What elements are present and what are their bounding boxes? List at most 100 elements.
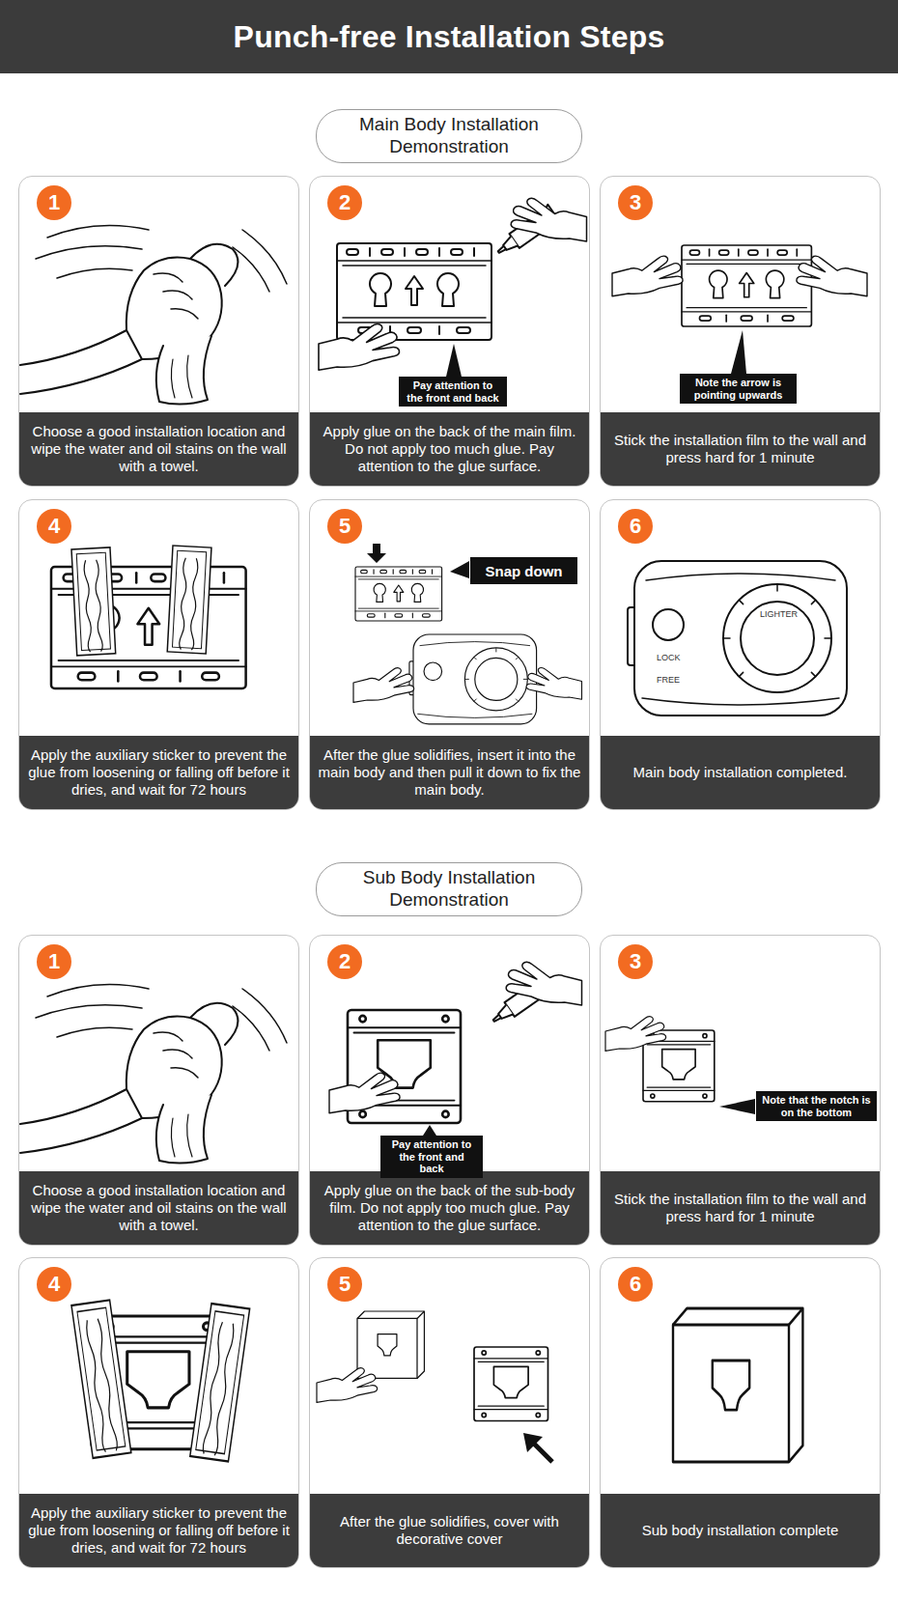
step-illustration (318, 197, 588, 377)
caption-text: Stick the installation film to the wall … (608, 431, 872, 468)
step-panel: After the glue solidifies, insert it int… (308, 499, 590, 811)
step-number-text: 6 (629, 513, 642, 539)
step-illustration (316, 1311, 553, 1462)
step-number: 1 (36, 944, 72, 980)
line-art (719, 1098, 756, 1115)
step-number: 2 (327, 944, 363, 980)
caption-band: After the glue solidifies, insert it int… (309, 735, 590, 810)
step-panel: Stick the installation film to the wall … (599, 934, 881, 1246)
line-art (730, 330, 747, 374)
callout-text: Note that the notch is on the bottom (761, 1094, 871, 1119)
step-panel: Apply the auxiliary sticker to prevent t… (18, 1257, 300, 1569)
device-marking: LIGHTER (759, 610, 798, 619)
line-art (449, 561, 470, 579)
line-art (505, 961, 582, 1006)
line-art (353, 668, 415, 703)
step-number-text: 6 (629, 1271, 642, 1297)
caption-text: Apply the auxiliary sticker to prevent t… (27, 746, 291, 800)
step-number-text: 1 (48, 949, 60, 975)
step-number-text: 2 (338, 190, 351, 216)
step-number-text: 3 (629, 949, 642, 975)
caption-text: Choose a good installation location and … (27, 1181, 291, 1235)
section-pill: Sub Body Installation Demonstration (315, 862, 583, 917)
callout-box: Pay attention to the front and back (380, 1135, 483, 1179)
callout-text: Pay attention to the front and back (386, 1138, 478, 1176)
section-pill: Main Body Installation Demonstration (315, 109, 583, 164)
line-art (71, 1299, 132, 1459)
caption-band: Sub body installation complete (600, 1493, 880, 1568)
callout-box: Pay attention to the front and back (398, 376, 507, 407)
step-panel: Sub body installation complete 6 (599, 1257, 881, 1569)
line-art (336, 243, 492, 340)
line-art (316, 1368, 378, 1404)
line-art (190, 1303, 251, 1462)
step-number-text: 5 (338, 1271, 351, 1297)
step-number: 2 (327, 185, 363, 221)
caption-band: Apply glue on the back of the main film.… (309, 412, 590, 486)
caption-band: Choose a good installation location and … (19, 1171, 299, 1245)
step-number-text: 2 (338, 949, 351, 975)
callout-text: Note the arrow is pointing upwards (685, 376, 791, 401)
line-art (526, 667, 582, 700)
title-bar: Punch-free Installation Steps (0, 0, 898, 74)
step-number: 5 (327, 508, 363, 544)
title-text: Punch-free Installation Steps (233, 19, 666, 56)
line-art (409, 634, 537, 725)
callout-text: Snap down (485, 562, 563, 580)
line-art (329, 1072, 400, 1114)
caption-text: Sub body installation complete (642, 1521, 839, 1540)
callout-box: Snap down (470, 557, 578, 585)
line-art (681, 245, 812, 327)
step-panel: Apply the auxiliary sticker to prevent t… (18, 499, 300, 811)
step-illustration (627, 561, 847, 716)
caption-text: Stick the installation film to the wall … (608, 1190, 872, 1227)
caption-text: Main body installation completed. (633, 763, 848, 782)
caption-band: Choose a good installation location and … (19, 412, 299, 486)
caption-band: Stick the installation film to the wall … (600, 1171, 880, 1245)
step-panel: Choose a good installation location and … (18, 934, 300, 1246)
step-number-text: 5 (338, 513, 351, 539)
line-art (533, 1442, 553, 1462)
line-art (523, 1432, 543, 1453)
step-panel: Stick the installation film to the wall … (599, 175, 881, 487)
section-heading: Sub Body Installation Demonstration (343, 867, 555, 912)
step-illustration (329, 961, 583, 1136)
caption-band: Apply the auxiliary sticker to prevent t… (19, 735, 299, 810)
caption-band: Apply the auxiliary sticker to prevent t… (19, 1493, 299, 1568)
line-art (612, 255, 683, 297)
line-art (510, 197, 587, 242)
line-art (355, 566, 443, 621)
caption-text: Apply the auxiliary sticker to prevent t… (27, 1504, 291, 1558)
line-art (627, 561, 847, 716)
device-marking: LOCK (656, 653, 681, 663)
step-illustration (673, 1308, 803, 1462)
step-number: 3 (617, 944, 653, 980)
line-art (474, 1347, 549, 1422)
caption-band: Apply glue on the back of the sub-body f… (309, 1171, 590, 1245)
step-panel: After the glue solidifies, cover with de… (308, 1257, 590, 1569)
step-illustration (51, 545, 247, 689)
step-panel: Main body installation completed.6LOCKFR… (599, 499, 881, 811)
line-art (20, 225, 287, 405)
step-number: 4 (36, 1266, 72, 1302)
callout-box: Note the arrow is pointing upwards (679, 373, 797, 404)
line-art (446, 343, 462, 377)
step-illustration (20, 225, 287, 405)
caption-text: Apply glue on the back of the sub-body f… (317, 1181, 582, 1235)
step-number: 3 (617, 185, 653, 221)
section-heading: Main Body Installation Demonstration (343, 113, 555, 159)
line-art (357, 1311, 424, 1378)
line-art (20, 984, 287, 1164)
step-number: 1 (36, 185, 72, 221)
step-illustration (71, 1299, 251, 1461)
line-art (318, 324, 400, 371)
step-illustration (612, 245, 868, 374)
step-panel: Apply glue on the back of the main film.… (308, 175, 590, 487)
step-illustration (20, 984, 287, 1164)
callout-text: Pay attention to the front and back (404, 379, 502, 404)
caption-text: After the glue solidifies, cover with de… (317, 1513, 582, 1549)
line-art (422, 1124, 437, 1136)
step-number: 5 (327, 1266, 363, 1302)
step-illustration (605, 1016, 756, 1115)
caption-text: Choose a good installation location and … (27, 422, 291, 477)
